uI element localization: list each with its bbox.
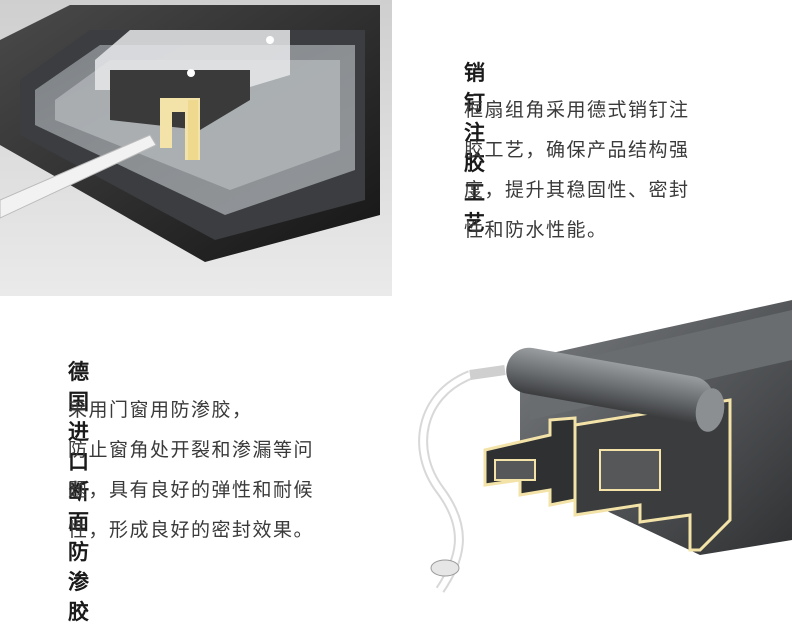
profile-sealant-illustration xyxy=(400,300,792,600)
section-description: 采用门窗用防渗胶， 防止窗角处开裂和渗漏等问 题，具有良好的弹性和耐候 性，形成… xyxy=(68,390,314,550)
corner-joint-illustration xyxy=(0,0,392,296)
description-line: 防止窗角处开裂和渗漏等问 xyxy=(68,439,315,461)
section-description: 框扇组角采用德式销钉注 胶工艺，确保产品结构强 度，提升其稳固性、密封 性和防水… xyxy=(464,90,690,250)
description-line: 性，形成良好的密封效果。 xyxy=(68,519,315,541)
section-title: 销钉注胶工艺 xyxy=(464,61,486,235)
description-line: 题，具有良好的弹性和耐候 xyxy=(68,479,315,501)
description-line: 度，提升其稳固性、密封 xyxy=(464,179,690,201)
description-line: 框扇组角采用德式销钉注 xyxy=(464,99,690,121)
description-line: 胶工艺，确保产品结构强 xyxy=(464,139,690,161)
description-line: 采用门窗用防渗胶， xyxy=(68,399,253,421)
description-line: 性和防水性能。 xyxy=(464,219,608,241)
